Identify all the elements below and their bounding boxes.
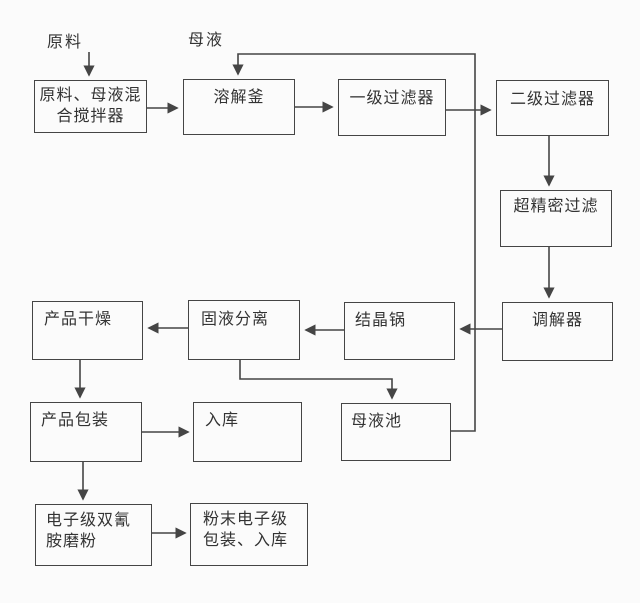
- node-product-packaging: 产品包装: [30, 402, 142, 462]
- node-dissolving-kettle: 溶解釜: [183, 79, 295, 135]
- node-warehouse: 入库: [193, 402, 302, 462]
- node-product-drying: 产品干燥: [32, 301, 143, 360]
- edge-separator-to-pool: [239, 360, 398, 400]
- node-dicyandiamide-grinding: 电子级双氰 胺磨粉: [35, 504, 152, 566]
- node-raw-mother-liquor-mixer: 原料、母液混 合搅拌器: [34, 80, 147, 133]
- node-mother-liquor-pool: 母液池: [341, 403, 451, 461]
- raw-material-label: 原料: [47, 34, 84, 51]
- mother-liquor-label: 母液: [188, 32, 225, 49]
- node-secondary-filter: 二级过滤器: [496, 80, 609, 136]
- node-primary-filter: 一级过滤器: [338, 79, 446, 136]
- node-regulator: 调解器: [502, 302, 613, 361]
- node-ultra-precision-filter: 超精密过滤: [500, 190, 612, 247]
- node-solid-liquid-separation: 固液分离: [188, 300, 300, 360]
- node-crystallization-pot: 结晶锅: [344, 302, 455, 360]
- node-powder-packaging-warehouse: 粉末电子级 包装、入库: [190, 503, 308, 566]
- edge-pool-recycle-to-dissolver: [232, 53, 476, 432]
